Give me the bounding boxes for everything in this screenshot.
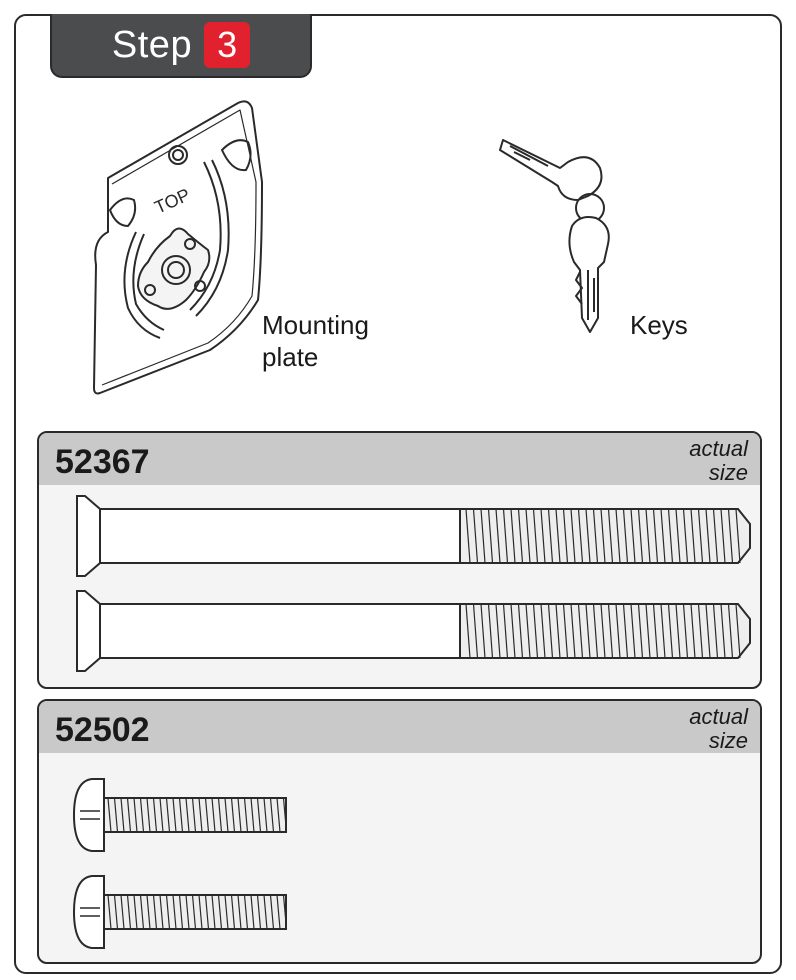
actual-size-note-line2: size bbox=[708, 460, 748, 485]
step-number-badge: 3 bbox=[204, 22, 251, 68]
mounting-plate-label-line2: plate bbox=[262, 342, 319, 372]
keys-label: Keys bbox=[630, 310, 688, 340]
actual-size-note-line1: actual bbox=[689, 704, 748, 729]
part-number: 52502 bbox=[55, 711, 150, 749]
step-label: Step bbox=[111, 23, 193, 66]
actual-size-note: actual size bbox=[689, 437, 748, 485]
actual-size-note-line1: actual bbox=[689, 436, 748, 461]
screw-set-header: 52367 actual size bbox=[39, 433, 760, 485]
instruction-card bbox=[14, 14, 782, 974]
actual-size-note: actual size bbox=[689, 705, 748, 753]
mounting-plate-label: Mounting plate bbox=[262, 309, 369, 373]
screw-set-header: 52502 actual size bbox=[39, 701, 760, 753]
step-header: Step 3 bbox=[50, 14, 312, 78]
actual-size-note-line2: size bbox=[708, 728, 748, 753]
part-number: 52367 bbox=[55, 443, 150, 481]
mounting-plate-label-line1: Mounting bbox=[262, 310, 369, 340]
